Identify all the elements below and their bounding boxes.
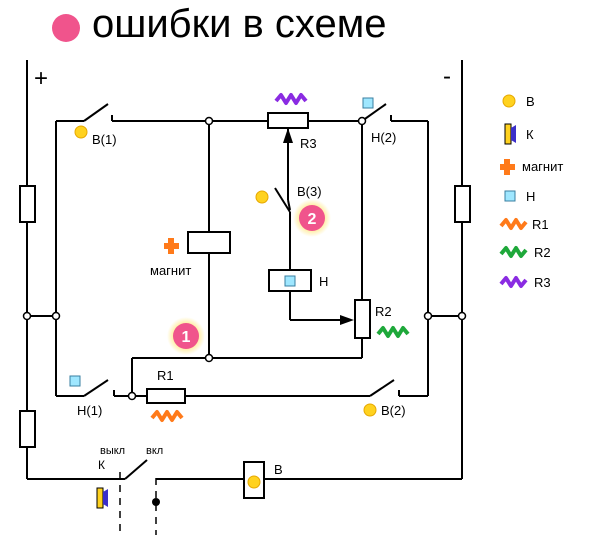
minus-label: - [443,63,451,90]
fuse-bottom-left [19,410,36,448]
key-icon [504,123,516,145]
legend-label: R3 [534,275,551,290]
label-switch-b3: В(3) [297,184,322,199]
cyan-square-icon [69,375,81,387]
switch-b1-blade [83,103,109,122]
label-switch-b1: В(1) [92,132,117,147]
yellow-circle-icon [74,125,88,139]
label-switch-h1: Н(1) [77,403,102,418]
switch-b3-blade [274,187,291,213]
plus-label: + [34,65,48,92]
label-switch-h2: Н(2) [371,130,396,145]
error-marker-2: 2 [293,199,331,237]
junction-nodes [22,116,467,401]
orange-wave-icon [499,218,528,230]
error-marker-1: 1 [167,317,205,355]
legend-label: В [526,94,535,109]
cyan-square-icon [504,190,516,202]
cyan-square-icon [362,97,374,109]
legend-label: Н [526,189,535,204]
label-coil-b: В [274,462,283,477]
green-wave-icon [376,326,410,338]
legend: В К магнит Н R1 R2 R3 [499,94,563,290]
cyan-square-icon [284,275,296,287]
legend-label: магнит [522,159,563,174]
page-title: ошибки в схеме [92,2,387,46]
legend-label: К [526,127,534,142]
switch-h1-blade [83,379,109,397]
switch-b3-contact [287,199,291,211]
switch-b2-blade [369,379,395,397]
label-magnet: магнит [150,263,191,278]
magnet-coil [187,231,231,254]
svg-text:1: 1 [182,329,191,346]
label-coil-h: Н [319,274,328,289]
orange-cross-icon [164,238,179,254]
label-switch-b2: В(2) [381,403,406,418]
switch-h2-blade [361,103,387,122]
label-key: К [98,458,105,472]
yellow-circle-icon [247,475,261,489]
label-off: выкл [100,445,125,457]
label-on: вкл [146,445,163,457]
green-wave-icon [499,246,528,258]
svg-text:2: 2 [308,211,317,228]
yellow-circle-icon [363,403,377,417]
label-r2: R2 [375,304,392,319]
switch-key-blade [124,459,148,480]
label-r3: R3 [300,136,317,151]
resistor-r3 [267,112,309,129]
resistor-r2 [354,299,371,339]
yellow-circle-icon [255,190,269,204]
fuse-right [454,185,471,223]
fuse-top-left [19,185,36,223]
key-icon [96,487,108,509]
legend-label: R2 [534,245,551,260]
purple-wave-icon [499,276,528,288]
orange-wave-icon [150,410,184,422]
resistor-r1 [146,388,186,404]
left-rail [19,60,36,479]
legend-label: R1 [532,217,549,232]
error-marker-icon [52,14,80,42]
yellow-circle-icon [502,94,516,108]
label-r1: R1 [157,368,174,383]
purple-wave-icon [274,93,308,105]
orange-cross-icon [500,159,515,175]
right-rail [454,60,471,479]
